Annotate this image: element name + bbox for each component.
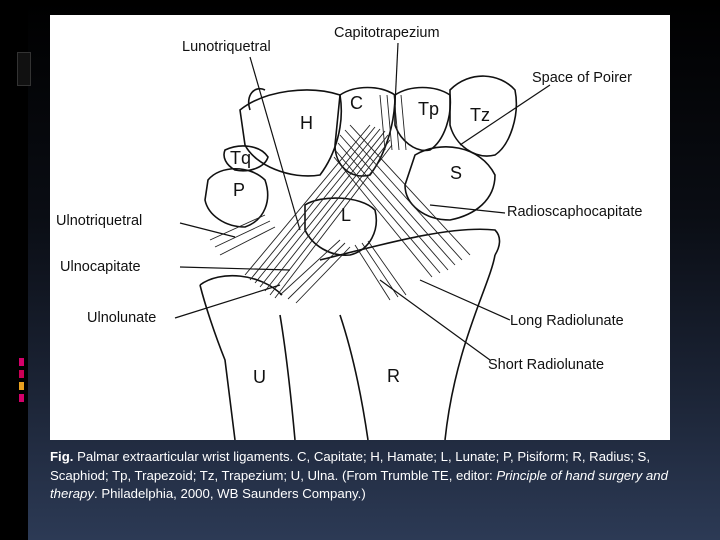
label-ulnocapitate: Ulnocapitate xyxy=(60,259,141,275)
bone-label-triquetrum: Tq xyxy=(230,148,252,168)
hamate-outline xyxy=(239,89,343,177)
ulna-outline xyxy=(279,314,296,440)
label-radioscaphocapitate: Radioscaphocapitate xyxy=(507,204,643,220)
label-short-radiolunate: Short Radiolunate xyxy=(488,357,605,373)
bone-label-trapezium: Tz xyxy=(470,105,490,125)
trapezium-outline xyxy=(449,75,518,157)
accent-square xyxy=(19,370,24,378)
label-ulnolunate: Ulnolunate xyxy=(87,310,157,326)
label-long-radiolunate: Long Radiolunate xyxy=(510,313,624,329)
figure-caption: Fig. Palmar extraarticular wrist ligamen… xyxy=(50,448,690,504)
accent-square xyxy=(19,358,24,366)
bone-label-scaphoid: S xyxy=(450,163,463,183)
slide-accent-block xyxy=(17,52,31,86)
bone-label-ulna: U xyxy=(253,367,266,387)
trapezoid-outline xyxy=(394,86,452,152)
caption-book-title: Principle of hand surgery and therapy xyxy=(50,467,668,502)
bone-label-capitate: C xyxy=(350,93,363,113)
radius-outline xyxy=(339,314,369,440)
ulna-outline xyxy=(199,284,236,440)
bone-label-hamate: H xyxy=(300,113,313,133)
accent-square xyxy=(19,382,24,390)
label-capitotrapezium: Capitotrapezium xyxy=(334,25,440,41)
leader-lines xyxy=(174,42,551,361)
anatomy-drawing xyxy=(174,42,551,440)
bone-label-lunate: L xyxy=(341,205,352,225)
ligament-fibers xyxy=(209,94,471,304)
wrist-ligament-illustration: Lunotriquetral Capitotrapezium Space of … xyxy=(50,15,670,440)
bone-label-pisiform: P xyxy=(233,180,246,200)
bone-label-radius: R xyxy=(387,366,400,386)
label-ulnotriquetral: Ulnotriquetral xyxy=(56,213,143,229)
caption-fig-label: Fig. xyxy=(50,449,74,464)
caption-text: Palmar extraarticular wrist ligaments. C… xyxy=(50,449,651,483)
label-space-of-poirer: Space of Poirer xyxy=(532,70,632,86)
radius-outline xyxy=(444,254,496,440)
pisiform-outline xyxy=(204,168,269,228)
triquetrum-outline xyxy=(223,145,269,172)
accent-square xyxy=(19,394,24,402)
caption-publisher: . Philadelphia, 2000, WB Saunders Compan… xyxy=(94,486,366,501)
label-lunotriquetral: Lunotriquetral xyxy=(182,39,271,55)
bone-label-trapezoid: Tp xyxy=(418,99,440,119)
